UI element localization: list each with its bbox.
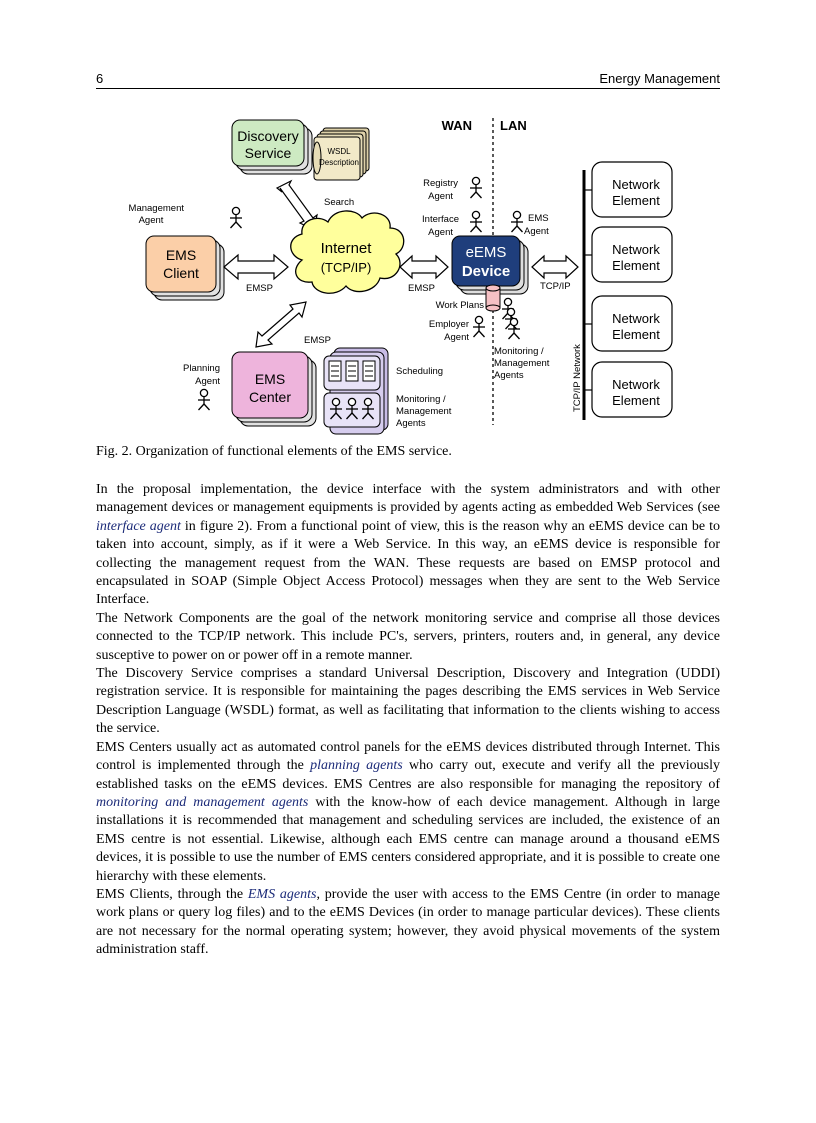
wsdl-label-2: Description <box>319 158 359 167</box>
paragraph-4-emphasis-1: planning agents <box>310 758 403 774</box>
employer-agent-label-2: Agent <box>444 332 469 343</box>
wsdl-label-1: WSDL <box>327 147 351 156</box>
ems-center-label-2: Center <box>249 389 291 405</box>
paragraph-1-text-b: in figure 2). From a functional point of… <box>96 518 720 608</box>
internet-label-1: Internet <box>321 240 373 257</box>
monitoring-center-label-1: Monitoring / <box>396 394 446 405</box>
network-element-4-label-1: Network <box>612 377 660 392</box>
eems-device-label-1: eEMS <box>466 244 507 261</box>
ems-agent-label-2: Agent <box>524 226 549 237</box>
network-element-4-label-2: Element <box>612 393 660 408</box>
scheduling-repository-icon <box>323 347 389 435</box>
running-title: Energy Management <box>599 71 720 86</box>
planning-agent-icon <box>197 388 211 411</box>
work-plans-label: Work Plans <box>436 300 485 311</box>
scheduling-label: Scheduling <box>396 366 443 377</box>
employer-agent-icon <box>472 315 486 338</box>
network-element-1: Network Element <box>591 161 673 218</box>
tcpip-network-label: TCP/IP Network <box>572 344 583 412</box>
figure-ems-organization: WAN LAN Discovery Service WSDL Descripti… <box>96 110 720 435</box>
paragraph-5-emphasis: EMS agents <box>247 886 317 902</box>
network-element-2-label-2: Element <box>612 258 660 273</box>
paragraph-5: EMS Clients, through the EMS agents, pro… <box>96 886 720 960</box>
monitoring-center-label-2: Management <box>396 406 452 417</box>
network-element-3: Network Element <box>591 295 673 352</box>
wsdl-document-icon: WSDL Description <box>312 127 370 181</box>
paragraph-1-text-a: In the proposal implementation, the devi… <box>96 482 720 516</box>
network-element-2-label-1: Network <box>612 242 660 257</box>
registry-agent-label-1: Registry <box>423 178 458 189</box>
paragraph-2: The Network Components are the goal of t… <box>96 610 720 663</box>
paragraph-1: In the proposal implementation, the devi… <box>96 481 720 610</box>
monitoring-lan-label-1: Monitoring / <box>494 346 544 357</box>
paragraph-4-text-b: who carry out, execute and verify all th… <box>96 758 720 792</box>
emsp-label-client: EMSP <box>246 283 273 294</box>
network-element-2: Network Element <box>591 226 673 283</box>
work-plans-cylinder-icon <box>485 284 501 312</box>
ems-diagram: WAN LAN Discovery Service WSDL Descripti… <box>129 118 673 435</box>
ems-client-label-1: EMS <box>166 247 196 263</box>
paragraph-1-emphasis: interface agent <box>96 518 181 534</box>
page-number: 6 <box>96 71 104 86</box>
ems-client-box: EMS Client <box>145 235 225 301</box>
interface-agent-label-2: Agent <box>428 227 453 238</box>
paragraph-4-text-a: EMS Centers usually act as automated con… <box>96 739 720 774</box>
ems-agent-label-1: EMS <box>528 213 549 224</box>
paragraph-4-emphasis-2: monitoring and management agents <box>96 794 309 810</box>
network-element-4: Network Element <box>591 361 673 418</box>
internet-eems-arrow <box>399 254 449 280</box>
planning-agent-label-1: Planning <box>183 363 220 374</box>
emsp-label-device: EMSP <box>408 283 435 294</box>
monitoring-lan-label-3: Agents <box>494 370 524 381</box>
discovery-service-box: Discovery Service <box>231 119 313 175</box>
network-element-3-label-2: Element <box>612 327 660 342</box>
management-agent-label-1: Management <box>129 203 185 214</box>
paragraph-4: EMS Centers usually act as automated con… <box>96 739 720 886</box>
network-element-1-label-1: Network <box>612 177 660 192</box>
monitoring-lan-label-2: Management <box>494 358 550 369</box>
network-element-3-label-1: Network <box>612 311 660 326</box>
body-text: In the proposal implementation, the devi… <box>96 481 720 960</box>
discovery-label-2: Service <box>245 145 292 161</box>
paragraph-4-text-c: with the know-how of each device managem… <box>96 794 720 884</box>
registry-agent-label-2: Agent <box>428 191 453 202</box>
internet-cloud: Internet (TCP/IP) <box>290 210 405 294</box>
ems-center-box: EMS Center <box>231 351 317 427</box>
wan-label: WAN <box>442 118 472 133</box>
internet-label-2: (TCP/IP) <box>321 260 372 275</box>
eems-device-label-2: Device <box>462 263 510 280</box>
eems-lan-arrow <box>531 254 579 280</box>
search-label: Search <box>324 197 354 208</box>
planning-agent-label-2: Agent <box>195 376 220 387</box>
management-agent-label-2: Agent <box>139 215 164 226</box>
interface-agent-label-1: Interface <box>422 214 459 225</box>
paragraph-5-text-a: EMS Clients, through the <box>96 886 248 902</box>
internet-center-arrow <box>255 301 307 348</box>
monitoring-agents-lan-icon <box>501 297 521 340</box>
running-header: 6 Energy Management <box>96 70 720 89</box>
ems-client-label-2: Client <box>163 265 199 281</box>
figure-caption: Fig. 2. Organization of functional eleme… <box>96 444 452 459</box>
monitoring-center-label-3: Agents <box>396 418 426 429</box>
client-internet-arrow <box>223 253 289 281</box>
paragraph-3: The Discovery Service comprises a standa… <box>96 666 720 737</box>
ems-center-label-1: EMS <box>255 371 285 387</box>
registry-agent-icon <box>469 176 483 199</box>
lan-label: LAN <box>500 118 527 133</box>
paragraph-5-text-b: , provide the user with access to the EM… <box>96 886 720 958</box>
emsp-label-center: EMSP <box>304 335 331 346</box>
discovery-label-1: Discovery <box>237 128 298 144</box>
employer-agent-label-1: Employer <box>429 319 469 330</box>
interface-agent-icon <box>469 210 483 233</box>
ems-agent-icon <box>510 210 524 233</box>
tcpip-label: TCP/IP <box>540 281 571 292</box>
management-agent-icon <box>229 206 243 229</box>
network-element-1-label-2: Element <box>612 193 660 208</box>
